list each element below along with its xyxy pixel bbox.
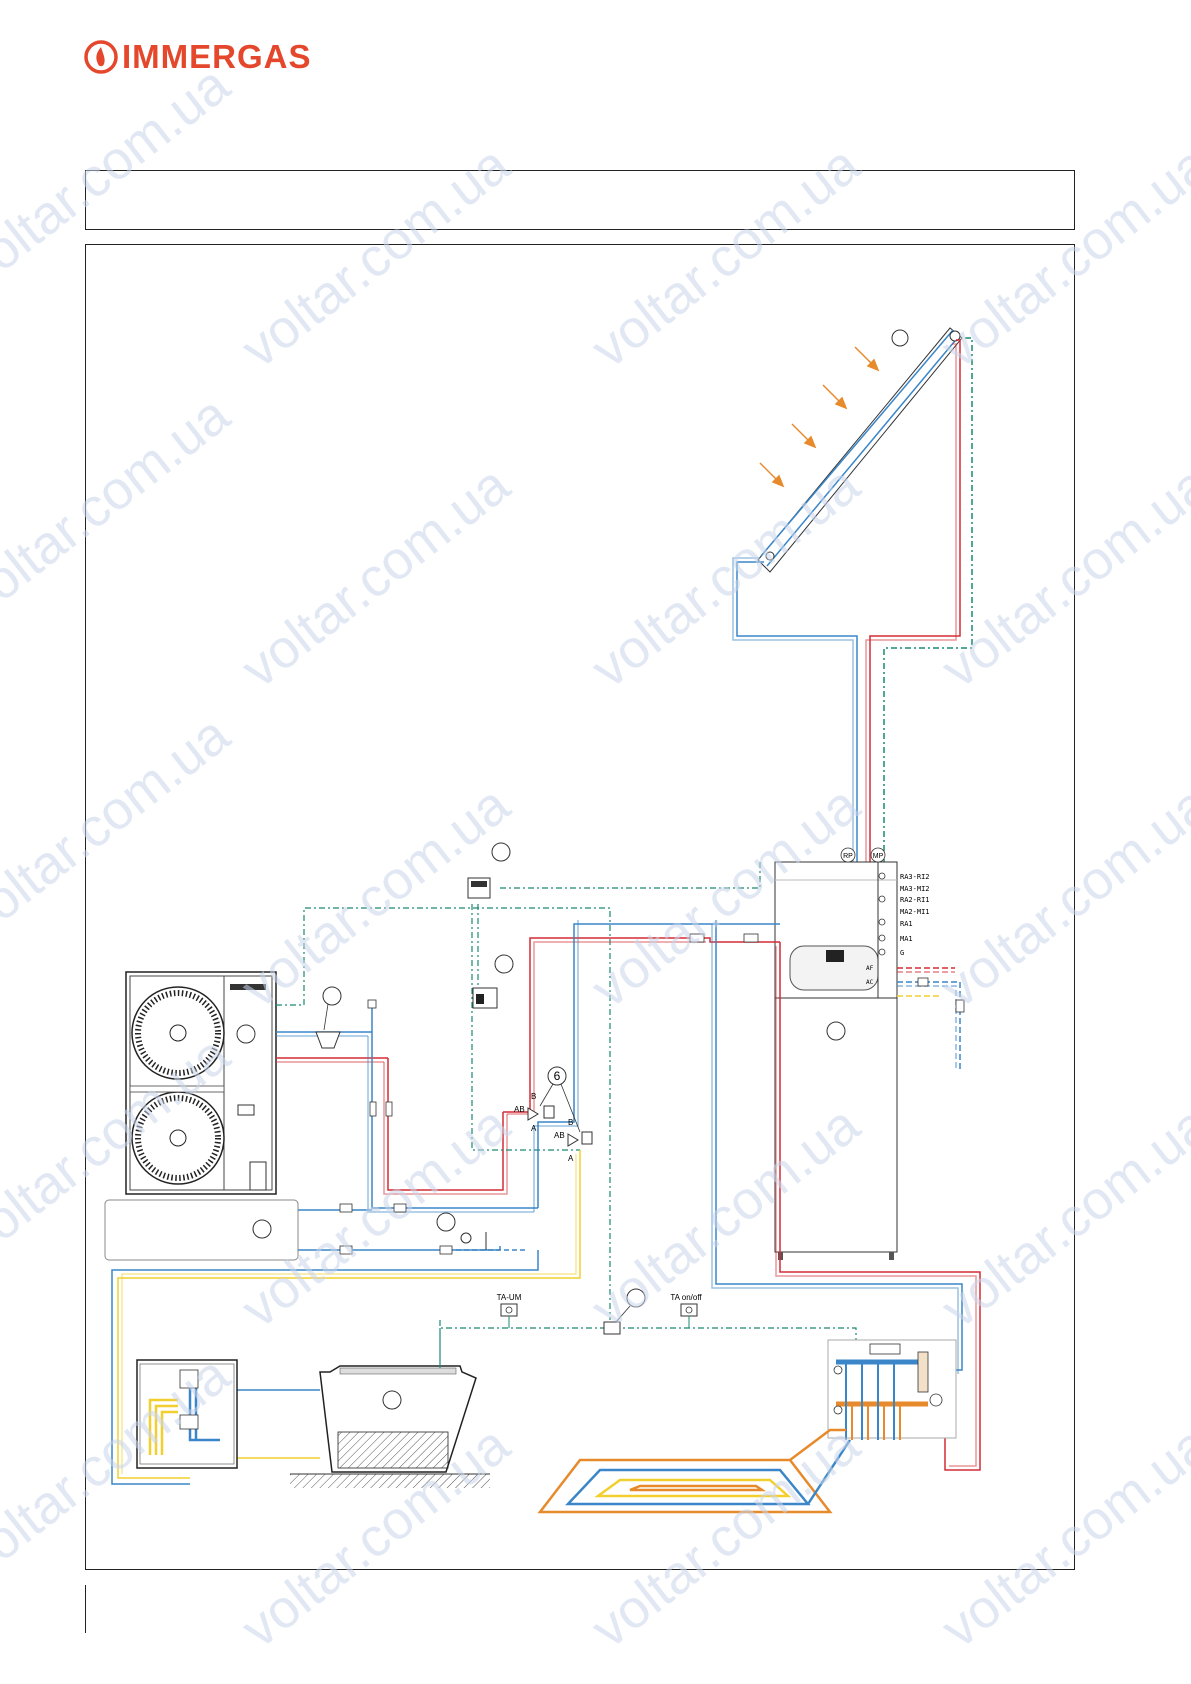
heat-pump-base: [104, 1199, 299, 1261]
watermark-text: voltar.com.ua: [230, 774, 521, 1020]
outdoor-heat-pump: [125, 971, 277, 1195]
brand-logo: IMMERGAS: [84, 38, 312, 76]
port-a2-label: A: [568, 1154, 574, 1163]
tank-top-ports: RP MP: [840, 847, 886, 863]
controller-unit: [467, 842, 511, 899]
port-label: MA3-MI2: [900, 885, 930, 893]
solar-loop-pipes: [732, 337, 973, 880]
fan-icon: [131, 986, 225, 1080]
port-label: MA1: [900, 935, 913, 943]
watermark-text: voltar.com.ua: [580, 134, 871, 380]
watermark-text: voltar.com.ua: [580, 1094, 871, 1340]
diverter-valves: 6 AB B A AB B A: [503, 920, 780, 1212]
watermark-text: voltar.com.ua: [230, 1414, 521, 1660]
watermark-text: voltar.com.ua: [580, 454, 871, 700]
watermark-text: voltar.com.ua: [230, 1094, 521, 1340]
sun-rays-icon: [759, 346, 880, 488]
watermark-text: voltar.com.ua: [580, 774, 871, 1020]
watermark-text: voltar.com.ua: [0, 704, 241, 950]
watermark-text: voltar.com.ua: [930, 134, 1191, 380]
header-frame: [85, 170, 1075, 230]
ta-um-label: TA-UM: [497, 1293, 522, 1302]
hydronic-module: [136, 1359, 238, 1469]
relay-module: [472, 954, 514, 1009]
junction-box: [603, 1288, 646, 1335]
ta-onoff-label: TA on/off: [670, 1293, 702, 1302]
port-label: RA3-RI2: [900, 873, 930, 881]
fan-coil-unit: [290, 1328, 490, 1488]
underfloor-coils: [537, 1428, 852, 1514]
solar-collector: [757, 327, 963, 573]
watermark-text: voltar.com.ua: [930, 1414, 1191, 1660]
port-b2-label: B: [568, 1118, 573, 1127]
brand-name: IMMERGAS: [122, 38, 312, 75]
floor-manifold: [827, 1339, 957, 1440]
port-ac-label: AC: [866, 979, 874, 986]
tank-port-labels: RA3-RI2 MA3-MI2 RA2-RI1 MA2-MI1 RA1 MA1 …: [866, 872, 930, 986]
port-label: MA2-MI1: [900, 908, 930, 916]
port-ab2-label: AB: [554, 1131, 565, 1140]
watermark-text: voltar.com.ua: [930, 774, 1191, 1020]
watermark-text: voltar.com.ua: [0, 1344, 241, 1590]
port-a-label: A: [531, 1124, 537, 1133]
port-af-label: AF: [866, 965, 874, 972]
watermark-text: voltar.com.ua: [230, 134, 521, 380]
valve-callout: 6: [554, 1069, 561, 1083]
dhw-pipes: [897, 967, 965, 1070]
watermark-text: voltar.com.ua: [930, 454, 1191, 700]
heat-pump-pipes: [276, 986, 538, 1255]
rp-label: RP: [843, 853, 853, 860]
port-ab-label: AB: [514, 1105, 525, 1114]
thermostat-ta-um: TA-UM: [497, 1293, 522, 1328]
port-b-label: B: [531, 1092, 536, 1101]
watermark-text: voltar.com.ua: [0, 54, 241, 300]
watermark-text: voltar.com.ua: [0, 1024, 241, 1270]
signal-lines: [276, 862, 857, 1340]
callout-circle: [891, 329, 909, 347]
port-label: RA1: [900, 920, 913, 928]
thermostat-ta-onoff: TA on/off: [670, 1293, 702, 1328]
watermark-text: voltar.com.ua: [0, 384, 241, 630]
flame-icon: [84, 40, 118, 74]
footer-rule: [85, 1585, 86, 1633]
watermark-text: voltar.com.ua: [230, 454, 521, 700]
diagram-frame: [85, 244, 1075, 1570]
port-label: RA2-RI1: [900, 896, 930, 904]
mp-label: MP: [873, 853, 884, 860]
storage-tank: [774, 861, 898, 1260]
distribution-pipes: [111, 920, 981, 1485]
watermark-text: voltar.com.ua: [580, 1414, 871, 1660]
watermark-text: voltar.com.ua: [930, 1094, 1191, 1340]
port-label: G: [900, 949, 904, 957]
